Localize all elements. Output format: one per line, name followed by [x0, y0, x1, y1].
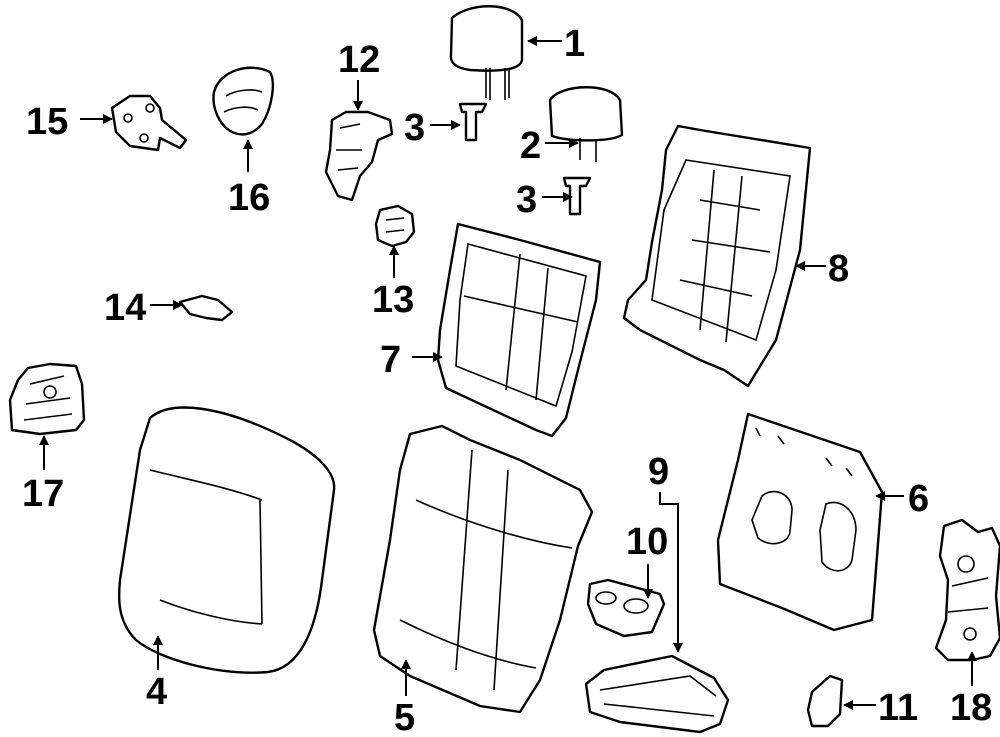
- part-5-seatback-cover[interactable]: [372, 424, 594, 714]
- callout-10: 10: [626, 521, 668, 563]
- part-3-guide-lower[interactable]: [562, 176, 592, 216]
- part-1-headrest[interactable]: [449, 5, 524, 100]
- callout-15: 15: [26, 101, 68, 143]
- part-11-cover[interactable]: [806, 674, 844, 728]
- callout-1: 1: [564, 23, 585, 65]
- part-17-latch[interactable]: [8, 362, 86, 436]
- part-9-armrest[interactable]: [584, 654, 730, 734]
- part-4-seatback-cushion[interactable]: [117, 406, 336, 674]
- callout-8: 8: [828, 248, 849, 290]
- callout-9: 9: [648, 451, 669, 493]
- callout-12: 12: [338, 39, 380, 81]
- part-2-headrest[interactable]: [548, 86, 624, 162]
- part-3-guide-upper[interactable]: [458, 102, 488, 142]
- callout-17: 17: [22, 473, 64, 515]
- callout-5: 5: [394, 697, 415, 737]
- callout-18: 18: [950, 687, 992, 729]
- part-18-bracket[interactable]: [934, 518, 1000, 662]
- callout-16: 16: [228, 177, 270, 219]
- callout-3-lower: 3: [516, 179, 537, 221]
- callout-14: 14: [104, 287, 146, 329]
- part-15-hinge-plate[interactable]: [110, 94, 188, 152]
- part-8-seatback-panel[interactable]: [622, 124, 812, 388]
- part-16-cover[interactable]: [212, 66, 274, 136]
- callout-11: 11: [878, 687, 918, 729]
- callout-13: 13: [372, 279, 414, 321]
- part-12-bracket[interactable]: [324, 110, 394, 202]
- callout-2: 2: [520, 125, 541, 167]
- part-6-rear-board[interactable]: [716, 412, 884, 632]
- part-7-seatback-frame[interactable]: [436, 222, 602, 438]
- part-14-clip[interactable]: [178, 294, 234, 322]
- part-10-cup-holder[interactable]: [586, 578, 666, 638]
- callout-7: 7: [380, 339, 401, 381]
- callout-3-upper: 3: [404, 107, 425, 149]
- part-13-clip[interactable]: [374, 204, 416, 248]
- callout-4: 4: [146, 671, 167, 713]
- callout-6: 6: [908, 478, 929, 520]
